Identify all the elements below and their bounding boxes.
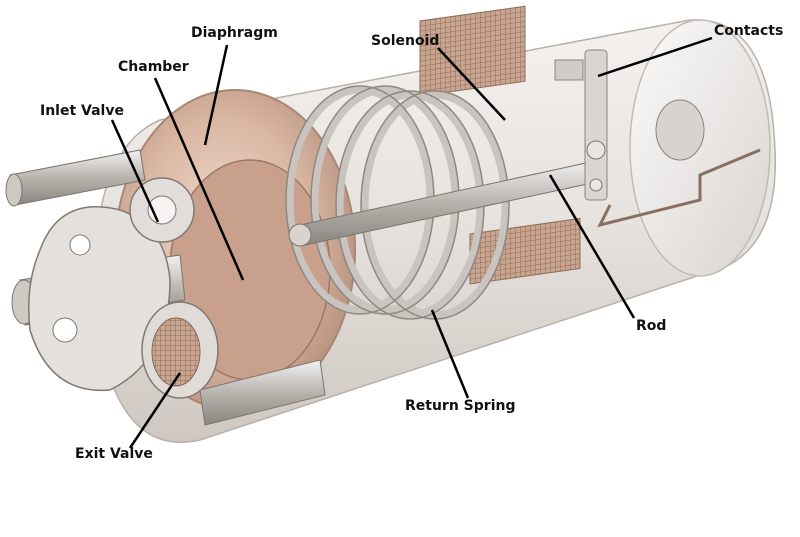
label-diaphragm: Diaphragm <box>191 25 278 41</box>
label-chamber: Chamber <box>118 59 189 75</box>
leader-chamber <box>153 77 245 281</box>
end-cap <box>629 19 771 277</box>
label-rod: Rod <box>636 318 667 334</box>
exit-valve-mesh <box>151 317 201 387</box>
leader-diaphragm <box>203 44 229 146</box>
lower-pipe <box>199 359 326 426</box>
label-inlet-valve: Inlet Valve <box>40 103 124 119</box>
contact-screw-2 <box>589 178 603 192</box>
leader-solenoid <box>437 47 506 121</box>
label-exit-valve: Exit Valve <box>75 446 153 462</box>
terminal-knob <box>655 99 705 161</box>
leader-lines <box>110 36 713 449</box>
leader-rod <box>548 174 636 319</box>
flange-hole-2 <box>52 317 78 343</box>
leader-contacts <box>597 36 713 78</box>
flange-hole <box>69 234 91 256</box>
label-return-spring: Return Spring <box>405 398 516 414</box>
contact-post <box>554 59 584 81</box>
contact-wire <box>597 148 761 228</box>
leader-exit-valve <box>128 372 182 449</box>
solenoid-coil-upper <box>419 5 526 97</box>
label-contacts: Contacts <box>714 23 784 39</box>
leader-inlet-valve <box>110 119 160 223</box>
inlet-pipe-upper-end <box>5 173 23 207</box>
label-solenoid: Solenoid <box>371 33 440 49</box>
rod-end <box>288 223 312 247</box>
contacts-bracket <box>584 49 608 201</box>
contact-screw-1 <box>586 140 606 160</box>
leader-return-spring <box>430 309 470 399</box>
